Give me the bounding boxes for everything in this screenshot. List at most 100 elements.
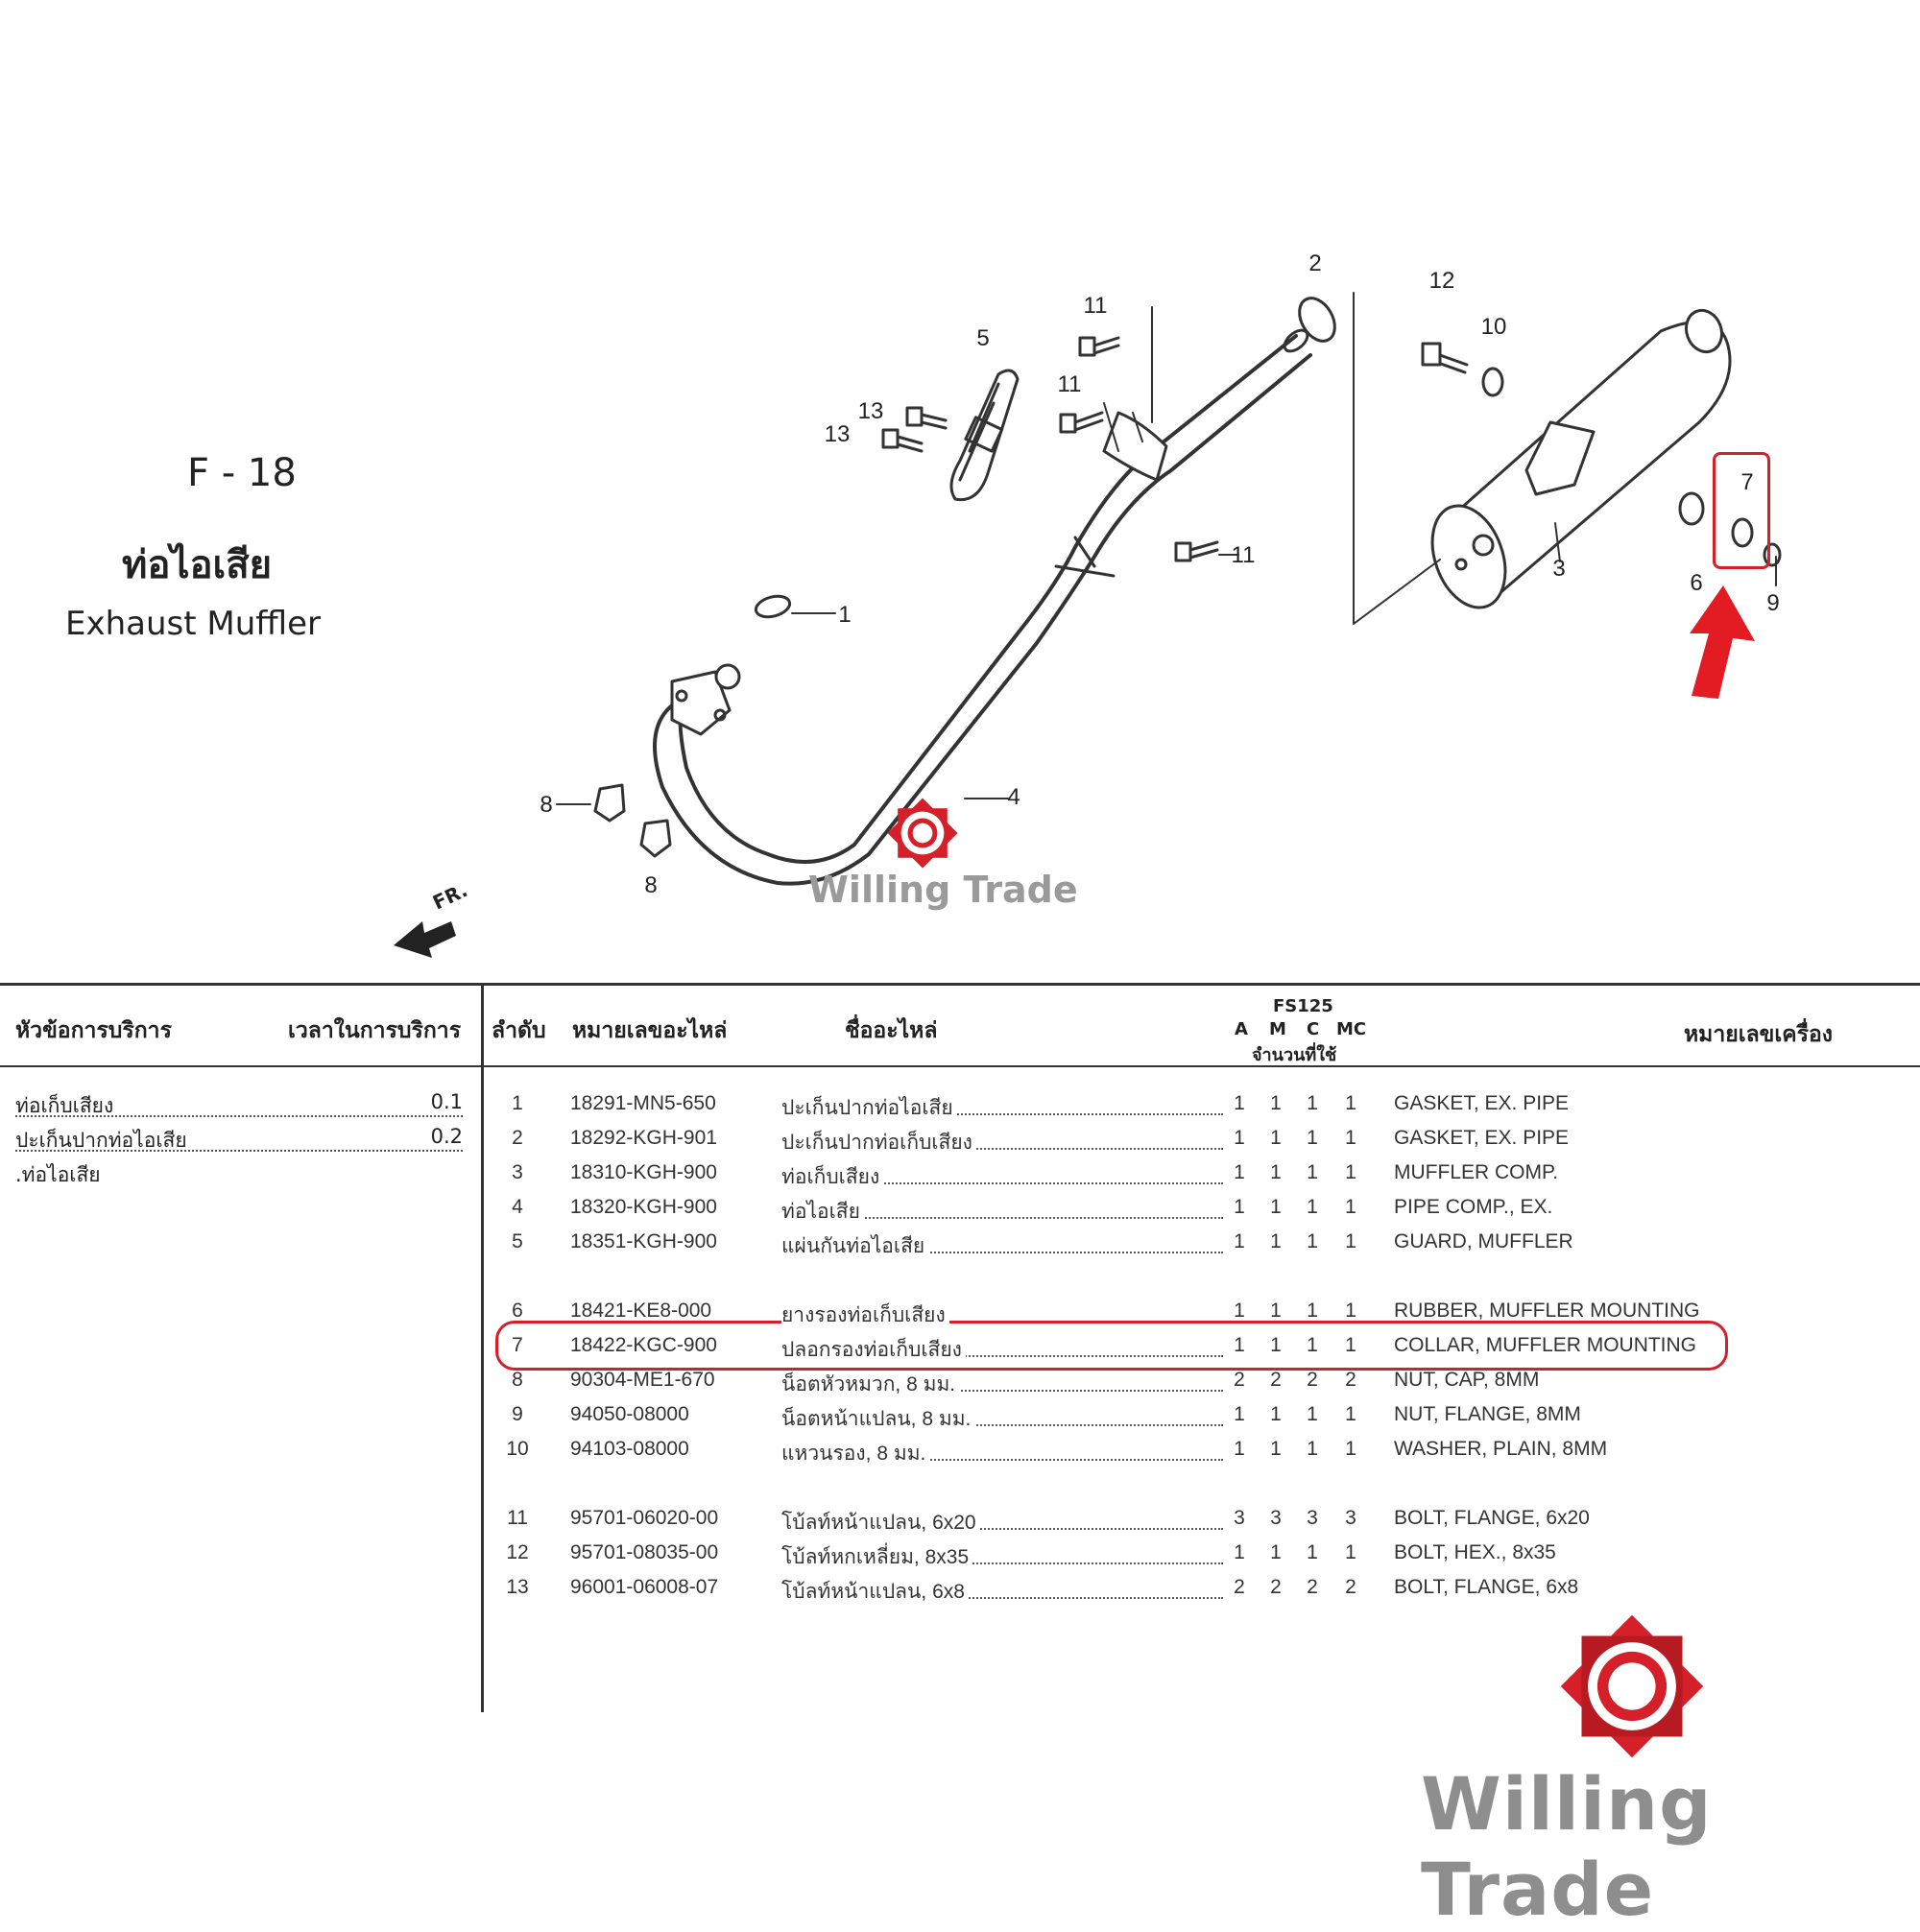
qty-m: 1 xyxy=(1270,1161,1282,1183)
service-row: .ท่อไอเสีย xyxy=(15,1159,463,1191)
qty-m: 2 xyxy=(1270,1369,1282,1391)
qty-a: 2 xyxy=(1234,1576,1245,1598)
qty-c: 2 xyxy=(1307,1576,1318,1598)
qty-m: 1 xyxy=(1270,1541,1282,1563)
part-description: BOLT, HEX., 8x35 xyxy=(1394,1541,1556,1563)
part-name: ปะเก็นปากท่อเก็บเสียง xyxy=(781,1132,976,1154)
header-variant-mc: MC xyxy=(1336,1019,1367,1039)
qty-c: 1 xyxy=(1307,1161,1318,1183)
part-index: 4 xyxy=(512,1196,523,1218)
header-index: ลำดับ xyxy=(492,1018,546,1043)
part-name: โบ้ลท์หกเหลี่ยม, 8x35 xyxy=(781,1546,973,1568)
leader-lines xyxy=(556,292,1777,805)
header-quantity: จำนวนที่ใช้ xyxy=(1252,1045,1337,1065)
qty-m: 1 xyxy=(1270,1196,1282,1218)
gasket-1 xyxy=(754,594,792,619)
header-service-time: เวลาในการบริการ xyxy=(288,1018,462,1043)
qty-mc: 1 xyxy=(1345,1092,1356,1114)
qty-a: 1 xyxy=(1234,1403,1245,1425)
part-index: 12 xyxy=(506,1541,529,1563)
part-description: BOLT, FLANGE, 6x20 xyxy=(1394,1507,1590,1529)
qty-mc: 3 xyxy=(1345,1507,1356,1529)
front-label: FR. xyxy=(429,878,471,914)
qty-mc: 1 xyxy=(1345,1127,1356,1149)
callout-11c: 11 xyxy=(1232,542,1256,568)
pipe-flange xyxy=(670,663,741,736)
qty-c: 1 xyxy=(1307,1230,1318,1252)
callout-8b: 8 xyxy=(644,872,657,898)
qty-c: 3 xyxy=(1307,1507,1318,1529)
qty-m: 1 xyxy=(1270,1127,1282,1149)
part-description: MUFFLER COMP. xyxy=(1394,1161,1559,1183)
qty-c: 1 xyxy=(1307,1403,1318,1425)
muffler-guard-part xyxy=(949,369,1020,502)
qty-a: 1 xyxy=(1234,1334,1245,1356)
part-name: น็อตหน้าแปลน, 8 มม. xyxy=(781,1408,975,1430)
diagram-highlight-part-7 xyxy=(1713,452,1770,569)
table-row: 11 95701-06020-00 โบ้ลท์หน้าแปลน, 6x20 3… xyxy=(484,1507,1732,1539)
table-row: 12 95701-08035-00 โบ้ลท์หกเหลี่ยม, 8x35 … xyxy=(484,1541,1732,1574)
qty-mc: 1 xyxy=(1345,1230,1356,1252)
part-index: 8 xyxy=(512,1369,523,1391)
part-index: 5 xyxy=(512,1230,523,1252)
qty-mc: 2 xyxy=(1345,1369,1356,1391)
qty-mc: 1 xyxy=(1345,1334,1356,1356)
table-row: 8 90304-ME1-670 น็อตหัวหมวก, 8 มม. 2 2 2… xyxy=(484,1369,1732,1401)
row-highlight-part-7 xyxy=(495,1321,1728,1371)
qty-mc: 2 xyxy=(1345,1576,1356,1598)
qty-mc: 1 xyxy=(1345,1161,1356,1183)
table-row: 4 18320-KGH-900 ท่อไอเสีย 1 1 1 1 PIPE C… xyxy=(484,1196,1732,1228)
bolt-parts xyxy=(881,336,1504,562)
part-number: 18291-MN5-650 xyxy=(570,1092,716,1114)
qty-m: 2 xyxy=(1270,1576,1282,1598)
callout-1: 1 xyxy=(838,602,851,628)
part-index: 2 xyxy=(512,1127,523,1149)
header-variant-m: M xyxy=(1269,1019,1286,1039)
qty-c: 1 xyxy=(1307,1438,1318,1460)
part-name: โบ้ลท์หน้าแปลน, 6x20 xyxy=(781,1512,980,1534)
part-description: GASKET, EX. PIPE xyxy=(1394,1092,1570,1114)
callout-8a: 8 xyxy=(540,792,552,818)
callout-11a: 11 xyxy=(1084,293,1108,319)
qty-c: 1 xyxy=(1307,1541,1318,1563)
table-row: 9 94050-08000 น็อตหน้าแปลน, 8 มม. 1 1 1 … xyxy=(484,1403,1732,1436)
qty-mc: 1 xyxy=(1345,1403,1356,1425)
part-name: น็อตหัวหมวก, 8 มม. xyxy=(781,1373,960,1395)
callout-3: 3 xyxy=(1552,556,1565,582)
qty-m: 1 xyxy=(1270,1438,1282,1460)
part-description: RUBBER, MUFFLER MOUNTING xyxy=(1394,1300,1700,1322)
callout-2: 2 xyxy=(1308,250,1321,276)
part-number: 94050-08000 xyxy=(570,1403,689,1425)
header-service-topic: หัวข้อการบริการ xyxy=(15,1018,172,1043)
qty-a: 1 xyxy=(1234,1438,1245,1460)
part-index: 3 xyxy=(512,1161,523,1183)
callout-4: 4 xyxy=(1007,784,1020,810)
table-column-divider xyxy=(481,983,484,1712)
qty-a: 1 xyxy=(1234,1092,1245,1114)
part-name: ยางรองท่อเก็บเสียง xyxy=(781,1304,949,1326)
exhaust-pipe-part xyxy=(653,328,1312,886)
part-name: แหวนรอง, 8 มม. xyxy=(781,1443,930,1465)
service-time: 0.2 xyxy=(428,1125,463,1148)
part-description: NUT, CAP, 8MM xyxy=(1394,1369,1540,1391)
callout-5: 5 xyxy=(976,325,989,351)
title-thai: ท่อไอเสีย xyxy=(122,543,273,587)
header-variant-c: C xyxy=(1307,1019,1320,1039)
table-top-border xyxy=(0,983,1920,986)
callout-11b: 11 xyxy=(1058,371,1082,397)
qty-a: 1 xyxy=(1234,1300,1245,1322)
qty-m: 3 xyxy=(1270,1507,1282,1529)
willing-trade-watermark-logo xyxy=(887,798,958,869)
watermark-text: Willing Trade xyxy=(808,869,1078,911)
cap-nut-parts xyxy=(593,783,672,858)
part-name: แผ่นกันท่อไอเสีย xyxy=(781,1235,929,1257)
qty-m: 1 xyxy=(1270,1230,1282,1252)
qty-c: 1 xyxy=(1307,1300,1318,1322)
table-row: 2 18292-KGH-901 ปะเก็นปากท่อเก็บเสียง 1 … xyxy=(484,1127,1732,1159)
part-number: 95701-08035-00 xyxy=(570,1541,719,1563)
exploded-parts-diagram: FR. 1 2 3 4 5 6 7 8 8 9 10 11 11 11 12 1… xyxy=(394,250,1782,958)
part-name: ท่อไอเสีย xyxy=(781,1201,864,1223)
part-number: 18421-KE8-000 xyxy=(570,1300,712,1322)
header-engine-number: หมายเลขเครื่อง xyxy=(1684,1022,1834,1047)
